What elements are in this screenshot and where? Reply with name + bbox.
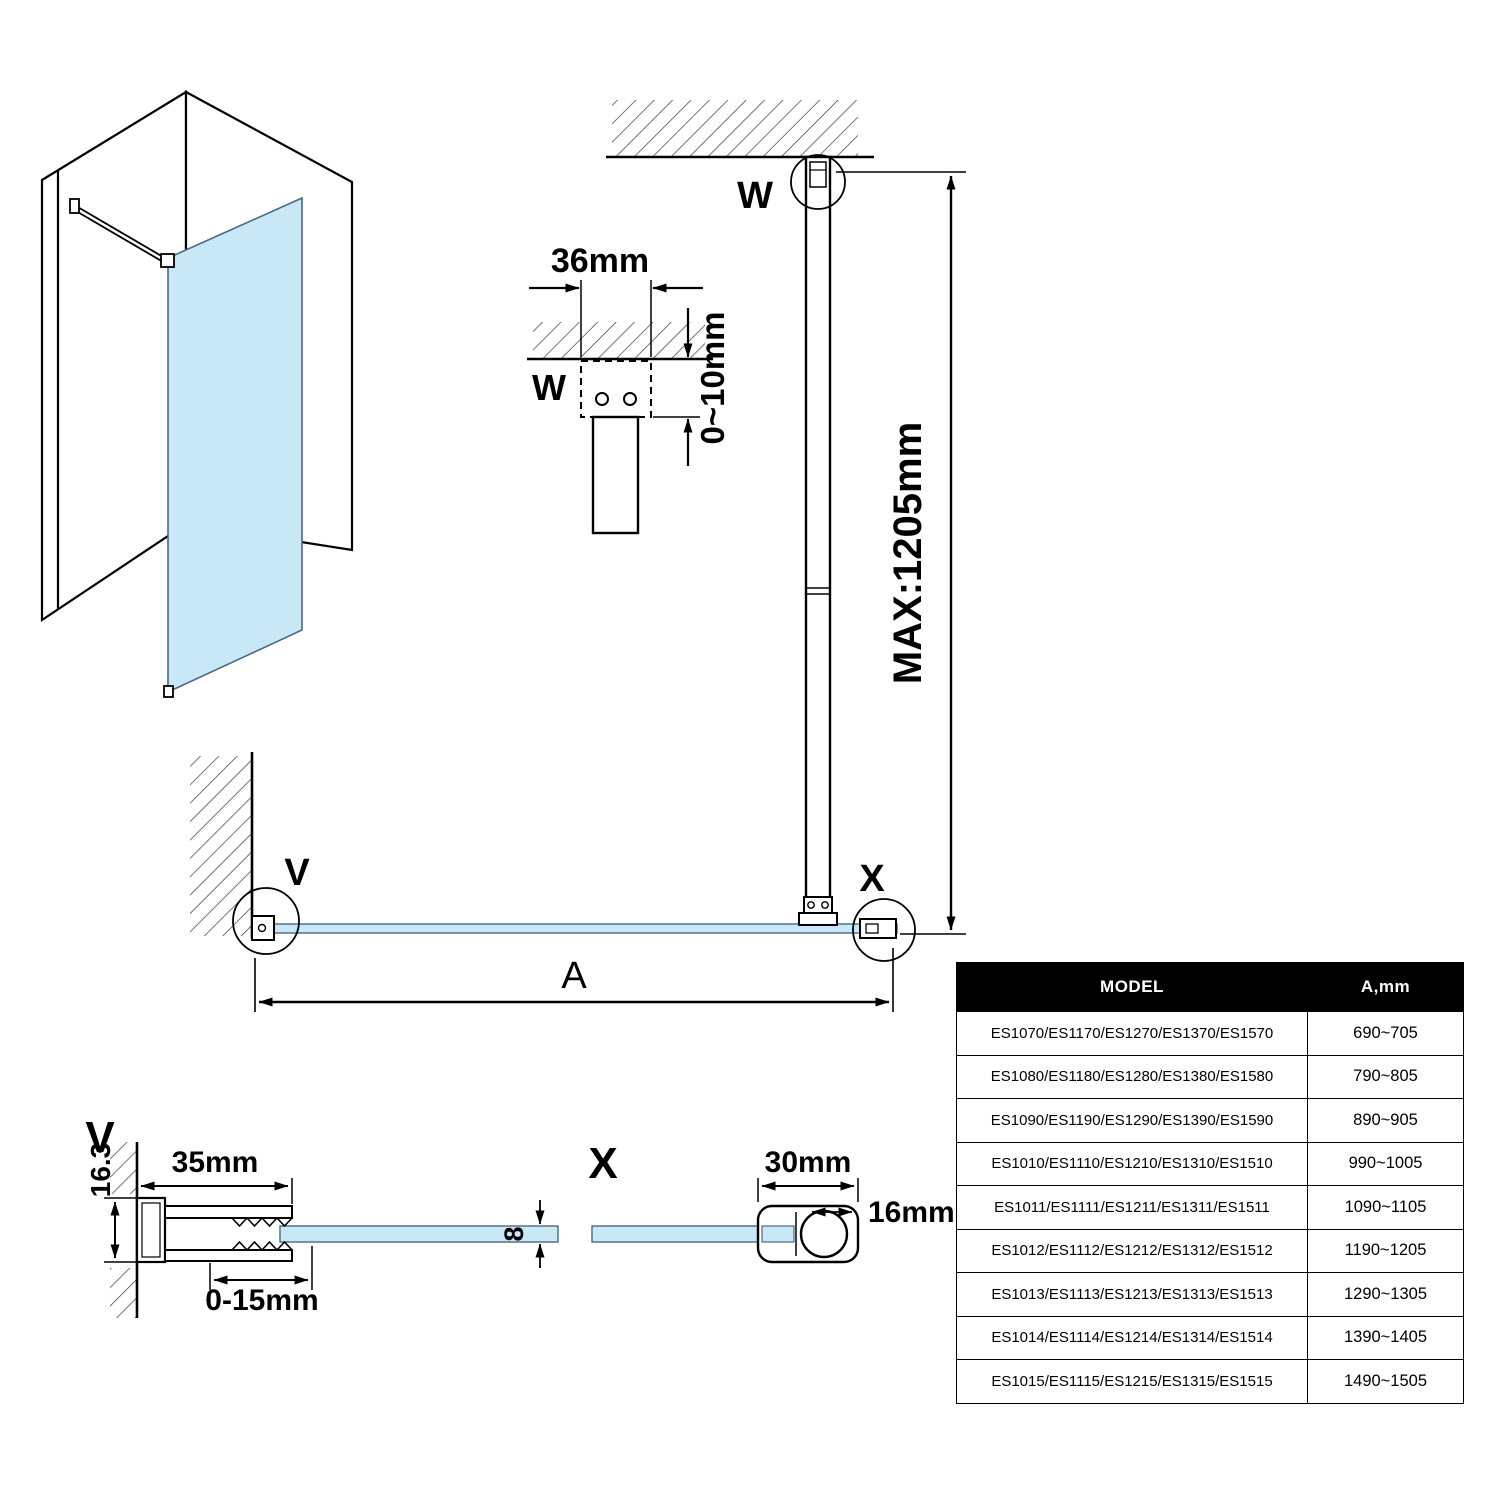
front-assembly: V X A [190, 752, 916, 1012]
bar-ceiling-bracket [809, 161, 827, 188]
a-value-cell: 990~1005 [1307, 1141, 1464, 1186]
profile-wall-plate [135, 1196, 167, 1264]
bar-cross-section [591, 415, 640, 535]
callout-circle-w [790, 154, 846, 210]
a-value-cell: 1190~1205 [1307, 1228, 1464, 1273]
profile-bottom-arm [164, 1249, 293, 1262]
wall-profile-bracket [251, 915, 275, 941]
model-cell: ES1010/ES1110/ES1210/ES1310/ES1510 [956, 1141, 1308, 1186]
a-value-cell: 1390~1405 [1307, 1315, 1464, 1360]
dim-width-label: A [561, 955, 587, 997]
bracket-screw-icon [623, 392, 637, 406]
support-bar [804, 155, 832, 932]
profile-bottom-teeth [231, 1240, 293, 1252]
dim-bracket-width: 36mm [551, 242, 649, 280]
wall-anchor-label: V [284, 852, 310, 894]
a-value-cell: 1090~1105 [1307, 1185, 1464, 1230]
spec-table: MODEL A,mm ES1070/ES1170/ES1270/ES1370/E… [956, 962, 1464, 1404]
dim-adjust-range: 0-15mm [205, 1284, 318, 1317]
glass-in-clamp [761, 1225, 795, 1243]
iso-glass-clamp [160, 253, 175, 268]
model-cell: ES1011/ES1111/ES1211/ES1311/ES1511 [956, 1185, 1308, 1230]
table-header-row: MODEL A,mm [956, 962, 1464, 1012]
iso-left-wall [40, 90, 188, 623]
detail-x-section: X 30mm 16mm [588, 1139, 955, 1264]
bracket-screw-icon [595, 392, 609, 406]
glass-detail-v [279, 1225, 559, 1243]
model-cell: ES1090/ES1190/ES1290/ES1390/ES1590 [956, 1098, 1308, 1143]
a-value-cell: 690~705 [1307, 1011, 1464, 1056]
bar-bottom-label: X [859, 858, 885, 900]
profile-top-arm [164, 1205, 293, 1219]
a-value-cell: 890~905 [1307, 1098, 1464, 1143]
model-cell: ES1070/ES1170/ES1270/ES1370/ES1570 [956, 1011, 1308, 1056]
detail-v-section: V 16.3 35mm 0-15mm 8 [85, 1113, 559, 1318]
model-cell: ES1080/ES1180/ES1280/ES1380/ES1580 [956, 1054, 1308, 1099]
iso-floor-foot [163, 685, 174, 698]
clamp-profile [756, 1204, 860, 1264]
detail-w-label: W [532, 367, 566, 408]
support-bar-elevation: W MAX:1205mm [606, 100, 966, 935]
model-cell: ES1012/ES1112/ES1212/ES1312/ES1512 [956, 1228, 1308, 1273]
model-cell: ES1015/ES1115/ES1215/ES1315/ES1515 [956, 1359, 1308, 1404]
profile-top-teeth [231, 1216, 293, 1228]
detail-x-label: X [588, 1139, 617, 1188]
model-cell: ES1014/ES1114/ES1214/ES1314/ES1514 [956, 1315, 1308, 1360]
callout-circle-x [852, 898, 916, 962]
dim-clamp-offset: 16mm [868, 1196, 955, 1229]
dim-max-length: MAX:1205mm [886, 422, 930, 684]
ceiling-hatch-small [533, 322, 705, 359]
a-value-cell: 1290~1305 [1307, 1272, 1464, 1317]
dim-profile-width: 35mm [172, 1146, 259, 1179]
ceiling-hatch-large [612, 100, 858, 157]
glass-panel-iso [167, 196, 303, 694]
dim-clamp-width: 30mm [765, 1146, 852, 1179]
dim-glass-thickness: 8 [499, 1226, 529, 1241]
dim-adjust-gap: 0~10mm [694, 311, 731, 444]
bar-top-label: W [737, 175, 773, 217]
table-header-model: MODEL [956, 962, 1308, 1012]
model-cell: ES1013/ES1113/ES1213/ES1313/ES1513 [956, 1272, 1308, 1317]
dim-profile-depth: 16.3 [85, 1143, 116, 1198]
callout-circle-v [232, 887, 300, 955]
wall-hatch [190, 756, 252, 936]
a-value-cell: 790~805 [1307, 1054, 1464, 1099]
iso-wall-mount [69, 198, 80, 214]
wall-hatch-v-bottom [110, 1268, 137, 1318]
table-header-a: A,mm [1307, 962, 1464, 1012]
wall-hatch-v-top [110, 1142, 137, 1194]
glass-clamp-base [798, 912, 838, 926]
detail-w-section: 36mm W 0~10mm [527, 242, 731, 535]
a-value-cell: 1490~1505 [1307, 1359, 1464, 1404]
ceiling-bracket-dashed [580, 360, 652, 418]
support-bar-iso [69, 198, 175, 698]
